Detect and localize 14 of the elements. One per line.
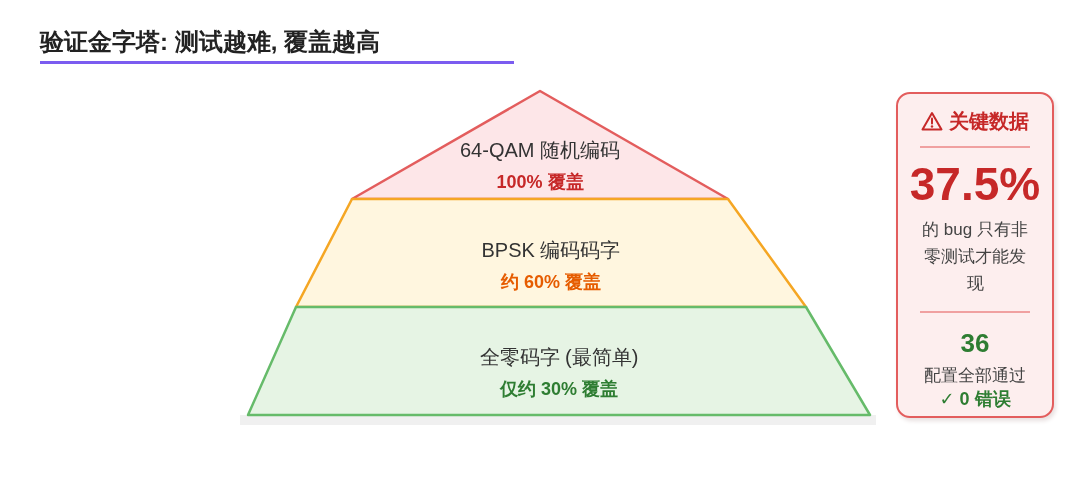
config-note: 配置全部通过 (923, 365, 1027, 387)
big-percentage: 37.5% (908, 158, 1042, 210)
error-count: ✓ 0 错误 (938, 388, 1012, 410)
title: 验证金字塔: 测试越难, 覆盖越高 (40, 27, 380, 57)
layer-label: 全零码字 (最简单) (478, 345, 640, 369)
coverage-label: 约 60% 覆盖 (499, 271, 602, 294)
card-description: 的 bug 只有非零测试才能发现 (922, 219, 1028, 295)
coverage-label: 100% 覆盖 (495, 171, 585, 194)
layer-label: BPSK 编码码字 (480, 238, 622, 262)
stats-card (896, 92, 1054, 418)
coverage-label: 仅约 30% 覆盖 (498, 378, 619, 401)
config-count: 36 (959, 328, 991, 358)
layer-label: 64-QAM 随机编码 (459, 138, 621, 162)
card-heading: 关键数据 (949, 108, 1029, 134)
